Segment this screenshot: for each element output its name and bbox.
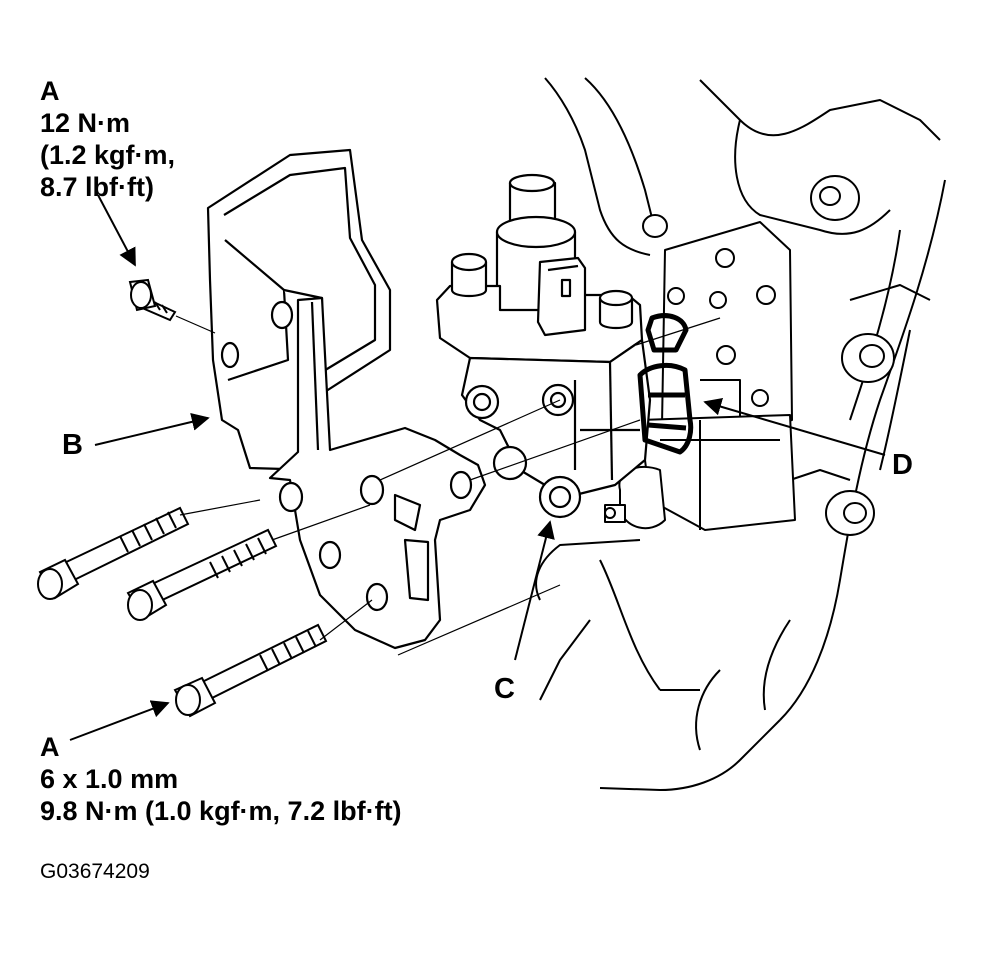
long-bolt-3 [173, 623, 328, 718]
top-spec-kgf: (1.2 kgf·m, [40, 139, 176, 170]
top-spec-label: A 12 N·m (1.2 kgf·m, 8.7 lbf·ft) [40, 76, 175, 203]
bottom-spec-letter: A [40, 732, 60, 762]
vtc-solenoid [435, 173, 652, 519]
long-bolt-2 [126, 528, 278, 621]
top-spec-torque: 12 N·m [40, 107, 131, 138]
top-spec-lbf: 8.7 lbf·ft) [40, 171, 154, 202]
small-bolt [128, 278, 177, 322]
bottom-spec-size: 6 x 1.0 mm [40, 763, 179, 794]
engine-mount-flange [661, 221, 793, 446]
alignment-lines [175, 315, 721, 656]
callout-d: D [892, 449, 913, 481]
engine-block [535, 77, 946, 791]
callout-c: C [494, 673, 515, 705]
callout-b: B [62, 429, 83, 461]
o-ring-gasket [637, 313, 694, 455]
long-bolt-1 [37, 506, 190, 600]
spool-valve-body [604, 414, 796, 531]
bottom-spec-label: A 6 x 1.0 mm 9.8 N·m (1.0 kgf·m, 7.2 lbf… [40, 732, 402, 828]
top-spec-letter: A [40, 76, 60, 106]
bottom-spec-torque: 9.8 N·m (1.0 kgf·m, 7.2 lbf·ft) [40, 795, 402, 826]
figure-id: G03674209 [40, 860, 150, 883]
bracket [206, 148, 487, 650]
leader-arrows [69, 194, 886, 741]
engine-bosses [642, 175, 895, 536]
